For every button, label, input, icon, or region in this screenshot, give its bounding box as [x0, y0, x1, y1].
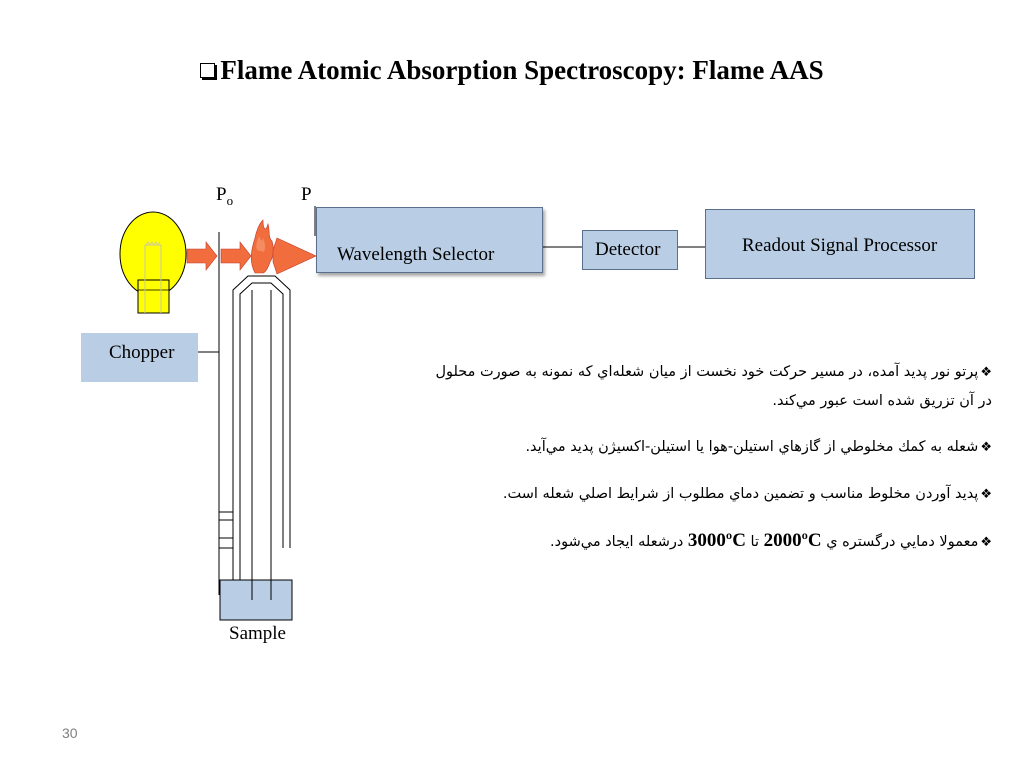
- detector-box: Detector: [582, 230, 678, 270]
- p-zero-label: Po: [216, 184, 234, 208]
- sample-vessel: [219, 579, 293, 621]
- diamond-bullet-icon: ❖: [980, 487, 992, 502]
- beam-arrow-1: [186, 241, 218, 271]
- slide-title: Flame Atomic Absorption Spectroscopy: Fl…: [0, 55, 1024, 86]
- readout-label: Readout Signal Processor: [742, 235, 938, 256]
- square-bullet-icon: [200, 63, 216, 78]
- lamp-icon: [119, 211, 187, 314]
- chopper-label: Chopper: [109, 342, 175, 363]
- slide-number: 30: [62, 725, 78, 741]
- bullet-item: ❖شعله به كمك مخلوطي از گازهاي استيلن-هوا…: [525, 439, 992, 455]
- chopper-box: Chopper: [81, 333, 198, 382]
- title-text: Flame Atomic Absorption Spectroscopy: Fl…: [220, 55, 824, 85]
- detector-label: Detector: [595, 239, 661, 260]
- diamond-bullet-icon: ❖: [980, 440, 992, 455]
- diamond-bullet-icon: ❖: [980, 535, 992, 550]
- beam-arrow-3: [272, 237, 317, 275]
- diamond-bullet-icon: ❖: [980, 365, 992, 380]
- sample-label: Sample: [229, 623, 286, 644]
- wavelength-selector-label: Wavelength Selector: [337, 244, 495, 265]
- bullet-item: ❖معمولا دمايي درگستره ي 2000ºC تا 3000ºC…: [550, 530, 992, 551]
- wavelength-selector-box: Wavelength Selector: [316, 207, 543, 273]
- bullet-list: ❖پرتو نور پديد آمده، در مسير حركت خود نخ…: [420, 358, 992, 575]
- p-label: P: [301, 184, 312, 205]
- beam-arrow-2: [220, 241, 252, 271]
- burner-icon: [219, 275, 291, 600]
- bullet-item: ❖پديد آوردن مخلوط مناسب و تضمين دماي مطل…: [502, 486, 992, 502]
- readout-box: Readout Signal Processor: [705, 209, 975, 279]
- bullet-item: ❖پرتو نور پديد آمده، در مسير حركت خود نخ…: [435, 364, 992, 409]
